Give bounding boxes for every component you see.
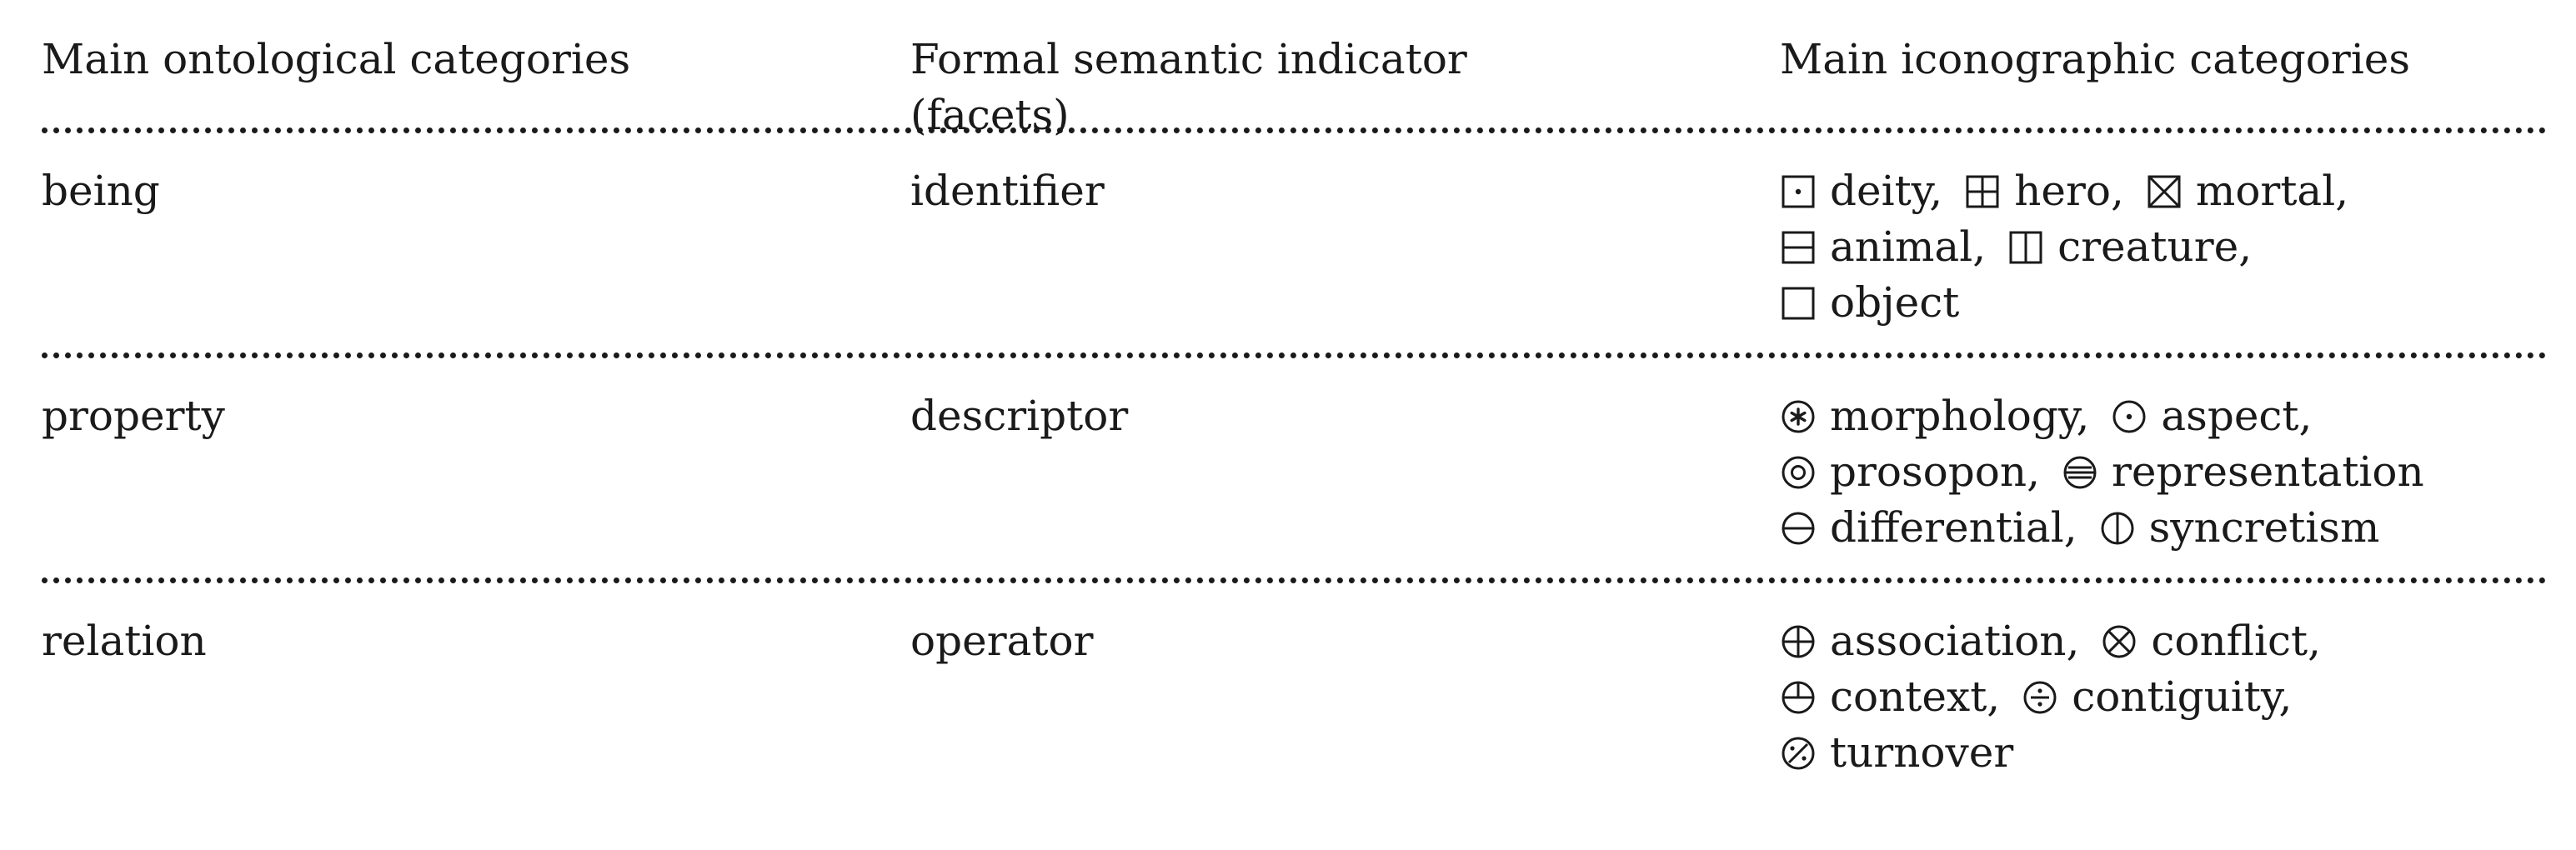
iconographic-line: prosopon, representation (1780, 444, 2547, 500)
iconographic-label: deity (1830, 167, 1930, 215)
iconographic-label: conflict (2151, 617, 2308, 665)
iconographic-separator: , (2335, 167, 2349, 215)
iconographic-separator: , (1929, 167, 1943, 215)
semantic-indicator: identifier (910, 167, 1105, 215)
circle-minus-icon (1780, 510, 1817, 547)
iconographic-entry: mortal, (2146, 163, 2348, 219)
iconographic-entry: creature, (2007, 219, 2252, 275)
semantic-indicator: operator (910, 617, 1094, 665)
table-row-being: being identifier deity,hero,mortal,anima… (42, 133, 2547, 358)
iconographic-separator: , (1972, 222, 1987, 271)
iconographic-line: morphology,aspect, (1780, 388, 2547, 444)
iconographic-separator: , (2076, 392, 2090, 440)
iconographic-separator: , (2066, 617, 2080, 665)
iconographic-label: aspect (2161, 392, 2299, 440)
ontological-category: being (42, 167, 160, 215)
iconographic-entry: deity, (1780, 163, 1942, 219)
iconographic-separator: , (2027, 448, 2040, 496)
square-plus-icon (1964, 173, 2001, 210)
square-vline-icon (2007, 229, 2044, 266)
circle-slash-icon (1780, 735, 1817, 772)
circle-ring-icon (1780, 454, 1817, 491)
iconographic-line: object (1780, 275, 2547, 331)
category-table: Main ontological categories Formal seman… (42, 0, 2547, 808)
iconographic-line: differential, syncretism (1780, 500, 2547, 556)
iconographic-line: association,conflict, (1780, 613, 2547, 669)
table-row-property: property descriptor morphology,aspect,pr… (42, 358, 2547, 583)
header-ontological-categories: Main ontological categories (42, 35, 631, 83)
iconographic-entry: object (1780, 275, 1959, 331)
semantic-indicator: descriptor (910, 392, 1129, 440)
circle-vline-icon (2099, 510, 2136, 547)
circle-dot-icon (2111, 398, 2148, 435)
header-semantic-indicator-line1: Formal semantic indicator (910, 35, 1467, 83)
dotted-divider (42, 578, 2547, 583)
iconographic-label: mortal (2195, 167, 2336, 215)
iconographic-separator: , (2278, 672, 2293, 721)
iconographic-entry: differential, (1780, 500, 2077, 556)
iconographic-entry: aspect, (2111, 388, 2312, 444)
circle-triple-bar-icon (2062, 454, 2098, 491)
iconographic-label: animal (1830, 222, 1973, 271)
iconographic-categories: association,conflict,context,contiguity,… (1780, 613, 2547, 808)
iconographic-entry: association, (1780, 613, 2079, 669)
circle-asterisk-icon (1780, 398, 1817, 435)
iconographic-categories: morphology,aspect,prosopon,representatio… (1780, 388, 2547, 583)
iconographic-entry: prosopon, (1780, 444, 2040, 500)
iconographic-label: differential (1830, 503, 2064, 552)
header-row: Main ontological categories Formal seman… (42, 0, 2547, 139)
header-iconographic-categories: Main iconographic categories (1780, 35, 2411, 83)
iconographic-line: deity,hero,mortal, (1780, 163, 2547, 219)
iconographic-label: creature (2057, 222, 2239, 271)
iconographic-categories: deity,hero,mortal,animal,creature,object (1780, 163, 2547, 358)
header-semantic-indicator: Formal semantic indicator (facets) (910, 32, 1780, 139)
circle-x-icon (2101, 623, 2137, 660)
iconographic-separator: , (2308, 617, 2321, 665)
iconographic-entry: contiguity, (2022, 669, 2292, 725)
dotted-divider (42, 128, 2547, 133)
iconographic-entry: context, (1780, 669, 2000, 725)
iconographic-separator: , (2111, 167, 2124, 215)
iconographic-label: prosopon (1830, 448, 2027, 496)
iconographic-separator: , (2238, 222, 2253, 271)
ontological-category: relation (42, 617, 207, 665)
iconographic-label: morphology (1830, 392, 2077, 440)
iconographic-entry: hero, (1964, 163, 2124, 219)
iconographic-entry: conflict, (2101, 613, 2321, 669)
iconographic-label: association (1830, 617, 2067, 665)
iconographic-label: representation (2112, 448, 2424, 496)
circle-half-plus-icon (1780, 679, 1817, 716)
iconographic-separator: , (1987, 672, 2001, 721)
table-row-relation: relation operator association,conflict,c… (42, 583, 2547, 808)
iconographic-separator: , (2298, 392, 2313, 440)
iconographic-label: hero (2014, 167, 2111, 215)
circle-plus-icon (1780, 623, 1817, 660)
square-hline-icon (1780, 229, 1817, 266)
iconographic-line: context,contiguity, (1780, 669, 2547, 725)
square-empty-icon (1780, 285, 1817, 322)
iconographic-entry: syncretism (2099, 500, 2380, 556)
iconographic-separator: , (2063, 503, 2077, 552)
iconographic-line: animal,creature, (1780, 219, 2547, 275)
iconographic-entry: animal, (1780, 219, 1986, 275)
iconographic-label: contiguity (2072, 672, 2279, 721)
iconographic-label: object (1830, 278, 1960, 327)
ontological-category: property (42, 392, 225, 440)
iconographic-entry: representation (2062, 444, 2424, 500)
iconographic-line: turnover (1780, 725, 2547, 781)
square-x-icon (2146, 173, 2183, 210)
iconographic-entry: morphology, (1780, 388, 2089, 444)
square-dot-icon (1780, 173, 1817, 210)
iconographic-label: syncretism (2148, 503, 2380, 552)
iconographic-label: context (1830, 672, 1987, 721)
dotted-divider (42, 352, 2547, 358)
iconographic-entry: turnover (1780, 725, 2013, 781)
circle-division-icon (2022, 679, 2058, 716)
iconographic-label: turnover (1830, 728, 2014, 777)
